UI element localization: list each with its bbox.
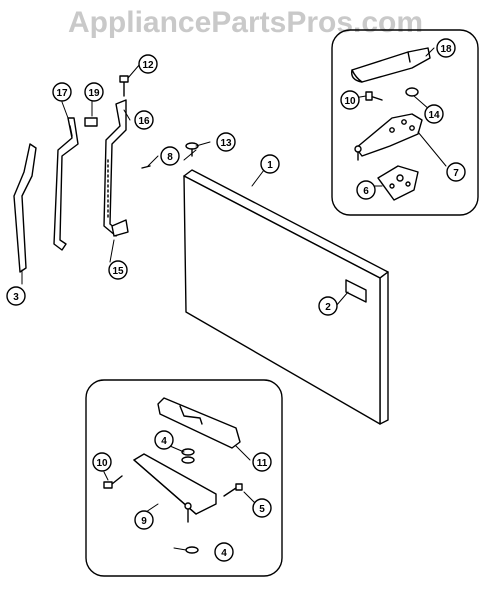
callout-18-label: 18: [440, 44, 452, 55]
callout-10a: 10: [340, 90, 360, 110]
lower-screw-part: [103, 475, 123, 489]
callout-7-label: 7: [453, 168, 459, 179]
callout-8: 8: [160, 146, 180, 166]
callout-11-label: 11: [257, 458, 268, 469]
callout-15: 15: [108, 260, 128, 280]
screw-part-12: [119, 75, 129, 97]
upper-screw-part: [365, 91, 383, 101]
callout-7: 7: [446, 162, 466, 182]
callout-8-label: 8: [167, 152, 173, 163]
callout-12-label: 12: [142, 60, 154, 71]
nameplate-part: [345, 279, 367, 303]
callout-12: 12: [138, 54, 158, 74]
callout-16: 16: [134, 110, 154, 130]
callout-18: 18: [436, 38, 456, 58]
callout-2-label: 2: [325, 302, 331, 313]
handle-trim-part: [13, 143, 37, 273]
callout-16-label: 16: [138, 116, 150, 127]
callout-13-label: 13: [220, 138, 232, 149]
callout-4a-label: 4: [161, 436, 167, 447]
upper-hinge-inset: [331, 29, 479, 216]
watermark: AppliancePartsPros.com: [67, 6, 424, 39]
callout-17: 17: [52, 82, 72, 102]
callout-14-label: 14: [428, 110, 440, 121]
callout-4b: 4: [214, 542, 234, 562]
callout-19-label: 19: [88, 88, 100, 99]
callout-14: 14: [424, 104, 444, 124]
callout-9: 9: [134, 510, 154, 530]
top-hinge-part: [354, 113, 423, 161]
callout-5: 5: [252, 498, 272, 518]
hinge-shim-part: [377, 165, 419, 201]
callout-11: 11: [252, 452, 272, 472]
callout-3-label: 3: [13, 292, 19, 303]
callout-19: 19: [84, 82, 104, 102]
handle-part-16: [103, 99, 127, 237]
door-panel-part: [183, 169, 389, 425]
callout-1: 1: [260, 154, 280, 174]
washer-part-4a: [181, 448, 195, 464]
callout-13: 13: [216, 132, 236, 152]
callout-2: 2: [318, 296, 338, 316]
plug-button-part: [405, 87, 419, 97]
clip-part: [84, 117, 98, 127]
leader-lines: [21, 47, 447, 551]
handle-bracket-part-15: [111, 219, 129, 237]
bottom-hinge-part: [133, 453, 217, 523]
callout-10b-label: 10: [96, 458, 108, 469]
callouts: 1 2 3 4 4 5 6 7 8 9 10 10 11 12 13 14 15…: [6, 38, 466, 562]
callout-17-label: 17: [56, 88, 68, 99]
handle-part-17: [53, 117, 79, 251]
callout-10a-label: 10: [344, 96, 356, 107]
callout-4b-label: 4: [221, 548, 227, 559]
callout-15-label: 15: [112, 266, 124, 277]
screw-part-5: [223, 483, 243, 497]
callout-9-label: 9: [141, 516, 147, 527]
lower-hinge-inset: [85, 379, 283, 577]
lower-hinge-cover-part: [157, 397, 241, 449]
callout-6: 6: [356, 180, 376, 200]
callout-10b: 10: [92, 452, 112, 472]
callout-4a: 4: [154, 430, 174, 450]
callout-3: 3: [6, 286, 26, 306]
callout-5-label: 5: [259, 504, 265, 515]
screw-part-8: [141, 165, 151, 169]
callout-6-label: 6: [363, 186, 369, 197]
plug-part-13: [185, 142, 199, 157]
washer-part-4b: [185, 546, 199, 554]
callout-1-label: 1: [267, 160, 273, 171]
hinge-cover-part: [351, 47, 431, 83]
